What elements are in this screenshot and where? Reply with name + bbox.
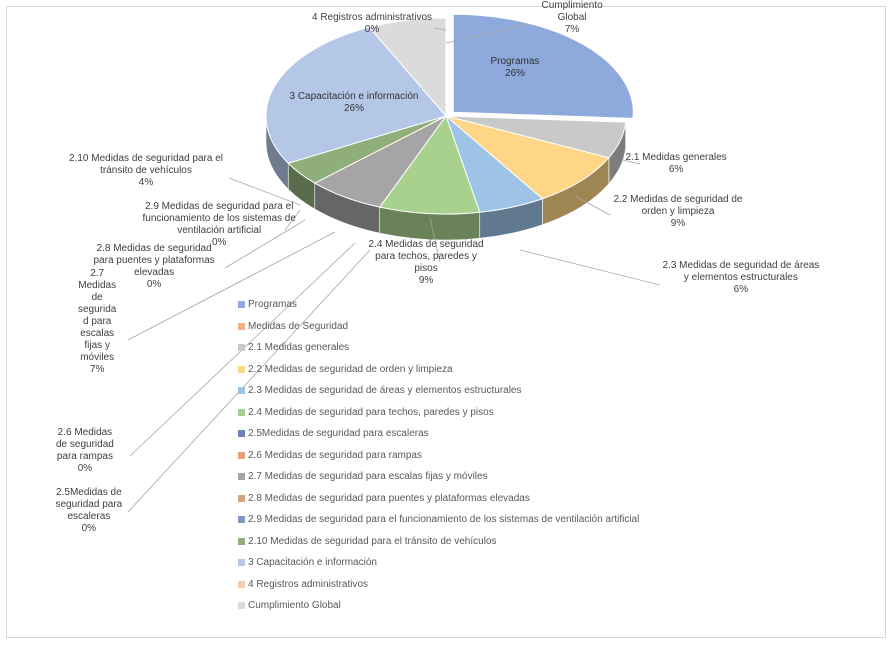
- data-label-14: Cumplimiento Global 7%: [541, 0, 603, 35]
- legend-swatch: [238, 344, 245, 352]
- leader-line-5: [429, 217, 441, 263]
- legend-swatch: [238, 602, 245, 610]
- leader-line-11: [228, 177, 301, 206]
- slice-3: [445, 115, 610, 200]
- legend-item: 2.2 Medidas de seguridad de orden y limp…: [238, 359, 639, 381]
- chart-frame: [6, 6, 886, 638]
- legend-label: 2.10 Medidas de seguridad para el tránsi…: [248, 535, 497, 547]
- legend-label: 2.9 Medidas de seguridad para el funcion…: [248, 514, 640, 526]
- legend-item: 2.9 Medidas de seguridad para el funcion…: [238, 509, 639, 531]
- data-label-2: 2.1 Medidas generales 6%: [625, 152, 727, 175]
- legend-swatch: [238, 408, 245, 416]
- leader-line-10: [284, 209, 301, 231]
- data-label-8: 2.7 Medidas de segurida d para escalas f…: [78, 268, 117, 375]
- legend-item: 2.4 Medidas de seguridad para techos, pa…: [238, 402, 639, 424]
- legend-swatch: [238, 516, 245, 524]
- legend-item: 2.10 Medidas de seguridad para el tránsi…: [238, 531, 639, 553]
- legend-swatch: [238, 494, 245, 502]
- legend-swatch: [238, 430, 245, 438]
- legend-label: 2.1 Medidas generales: [248, 342, 350, 354]
- legend-label: 2.4 Medidas de seguridad para techos, pa…: [248, 406, 494, 418]
- legend-label: 2.3 Medidas de seguridad de áreas y elem…: [248, 385, 522, 397]
- legend-item: 2.5Medidas de seguridad para escaleras: [238, 423, 639, 445]
- data-label-3: 2.2 Medidas de seguridad de orden y limp…: [613, 194, 743, 229]
- legend-label: Programas: [248, 299, 297, 311]
- legend-label: 2.6 Medidas de seguridad para rampas: [248, 449, 422, 461]
- legend-label: 2.8 Medidas de seguridad para puentes y …: [248, 492, 530, 504]
- leader-line-4: [519, 249, 661, 286]
- pie-tops: [265, 13, 634, 215]
- slice-0: [452, 13, 634, 119]
- leader-line-8: [127, 231, 336, 341]
- legend-label: 2.7 Medidas de seguridad para escalas fi…: [248, 471, 488, 483]
- leader-line-9: [224, 219, 306, 269]
- legend-item: 2.1 Medidas generales: [238, 337, 639, 359]
- legend-swatch: [238, 473, 245, 481]
- legend-label: Medidas de Seguridad: [248, 320, 349, 332]
- legend-item: 4 Registros administrativos: [238, 574, 639, 596]
- legend-swatch: [238, 537, 245, 545]
- data-label-0: Programas 26%: [490, 56, 540, 79]
- data-label-10: 2.9 Medidas de seguridad para el funcion…: [142, 201, 296, 248]
- slice-14: [368, 17, 447, 118]
- legend-label: Cumplimiento Global: [248, 600, 341, 612]
- data-label-12: 3 Capacitación e información 26%: [289, 91, 419, 114]
- legend-swatch: [238, 580, 245, 588]
- legend-swatch: [238, 451, 245, 459]
- data-label-6: 2.5Medidas de seguridad para escaleras 0…: [55, 487, 123, 534]
- legend-swatch: [238, 322, 245, 330]
- slice-5: [378, 114, 481, 215]
- legend-item: 3 Capacitación e información: [238, 552, 639, 574]
- legend-item: 2.6 Medidas de seguridad para rampas: [238, 445, 639, 467]
- legend-swatch: [238, 559, 245, 567]
- data-label-4: 2.3 Medidas de seguridad de áreas y elem…: [662, 260, 820, 295]
- legend-label: 4 Registros administrativos: [248, 578, 369, 590]
- data-label-5: 2.4 Medidas de seguridad para techos, pa…: [368, 239, 484, 286]
- legend-item: Programas: [238, 294, 639, 316]
- legend-label: 2.5Medidas de seguridad para escaleras: [248, 428, 429, 440]
- legend-swatch: [238, 387, 245, 395]
- slice-12: [265, 26, 447, 164]
- legend-item: 2.8 Medidas de seguridad para puentes y …: [238, 488, 639, 510]
- leader-line-13: [433, 27, 447, 31]
- legend-item: Cumplimiento Global: [238, 595, 639, 617]
- leader-line-6: [127, 249, 371, 513]
- legend-swatch: [238, 301, 245, 309]
- data-label-13: 4 Registros administrativos 0%: [312, 12, 433, 35]
- legend-item: Medidas de Seguridad: [238, 316, 639, 338]
- legend-label: 2.2 Medidas de seguridad de orden y limp…: [248, 363, 453, 375]
- data-label-11: 2.10 Medidas de seguridad para el tránsi…: [69, 153, 223, 188]
- data-label-7: 2.6 Medidas de seguridad para rampas 0%: [56, 427, 114, 474]
- legend-item: 2.3 Medidas de seguridad de áreas y elem…: [238, 380, 639, 402]
- leader-line-2: [622, 159, 641, 165]
- data-label-9: 2.8 Medidas de seguridad para puentes y …: [93, 243, 215, 290]
- leader-line-14: [445, 23, 529, 44]
- legend-swatch: [238, 365, 245, 373]
- leader-line-3: [574, 195, 611, 216]
- legend-label: 3 Capacitación e información: [248, 557, 377, 569]
- legend-item: 2.7 Medidas de seguridad para escalas fi…: [238, 466, 639, 488]
